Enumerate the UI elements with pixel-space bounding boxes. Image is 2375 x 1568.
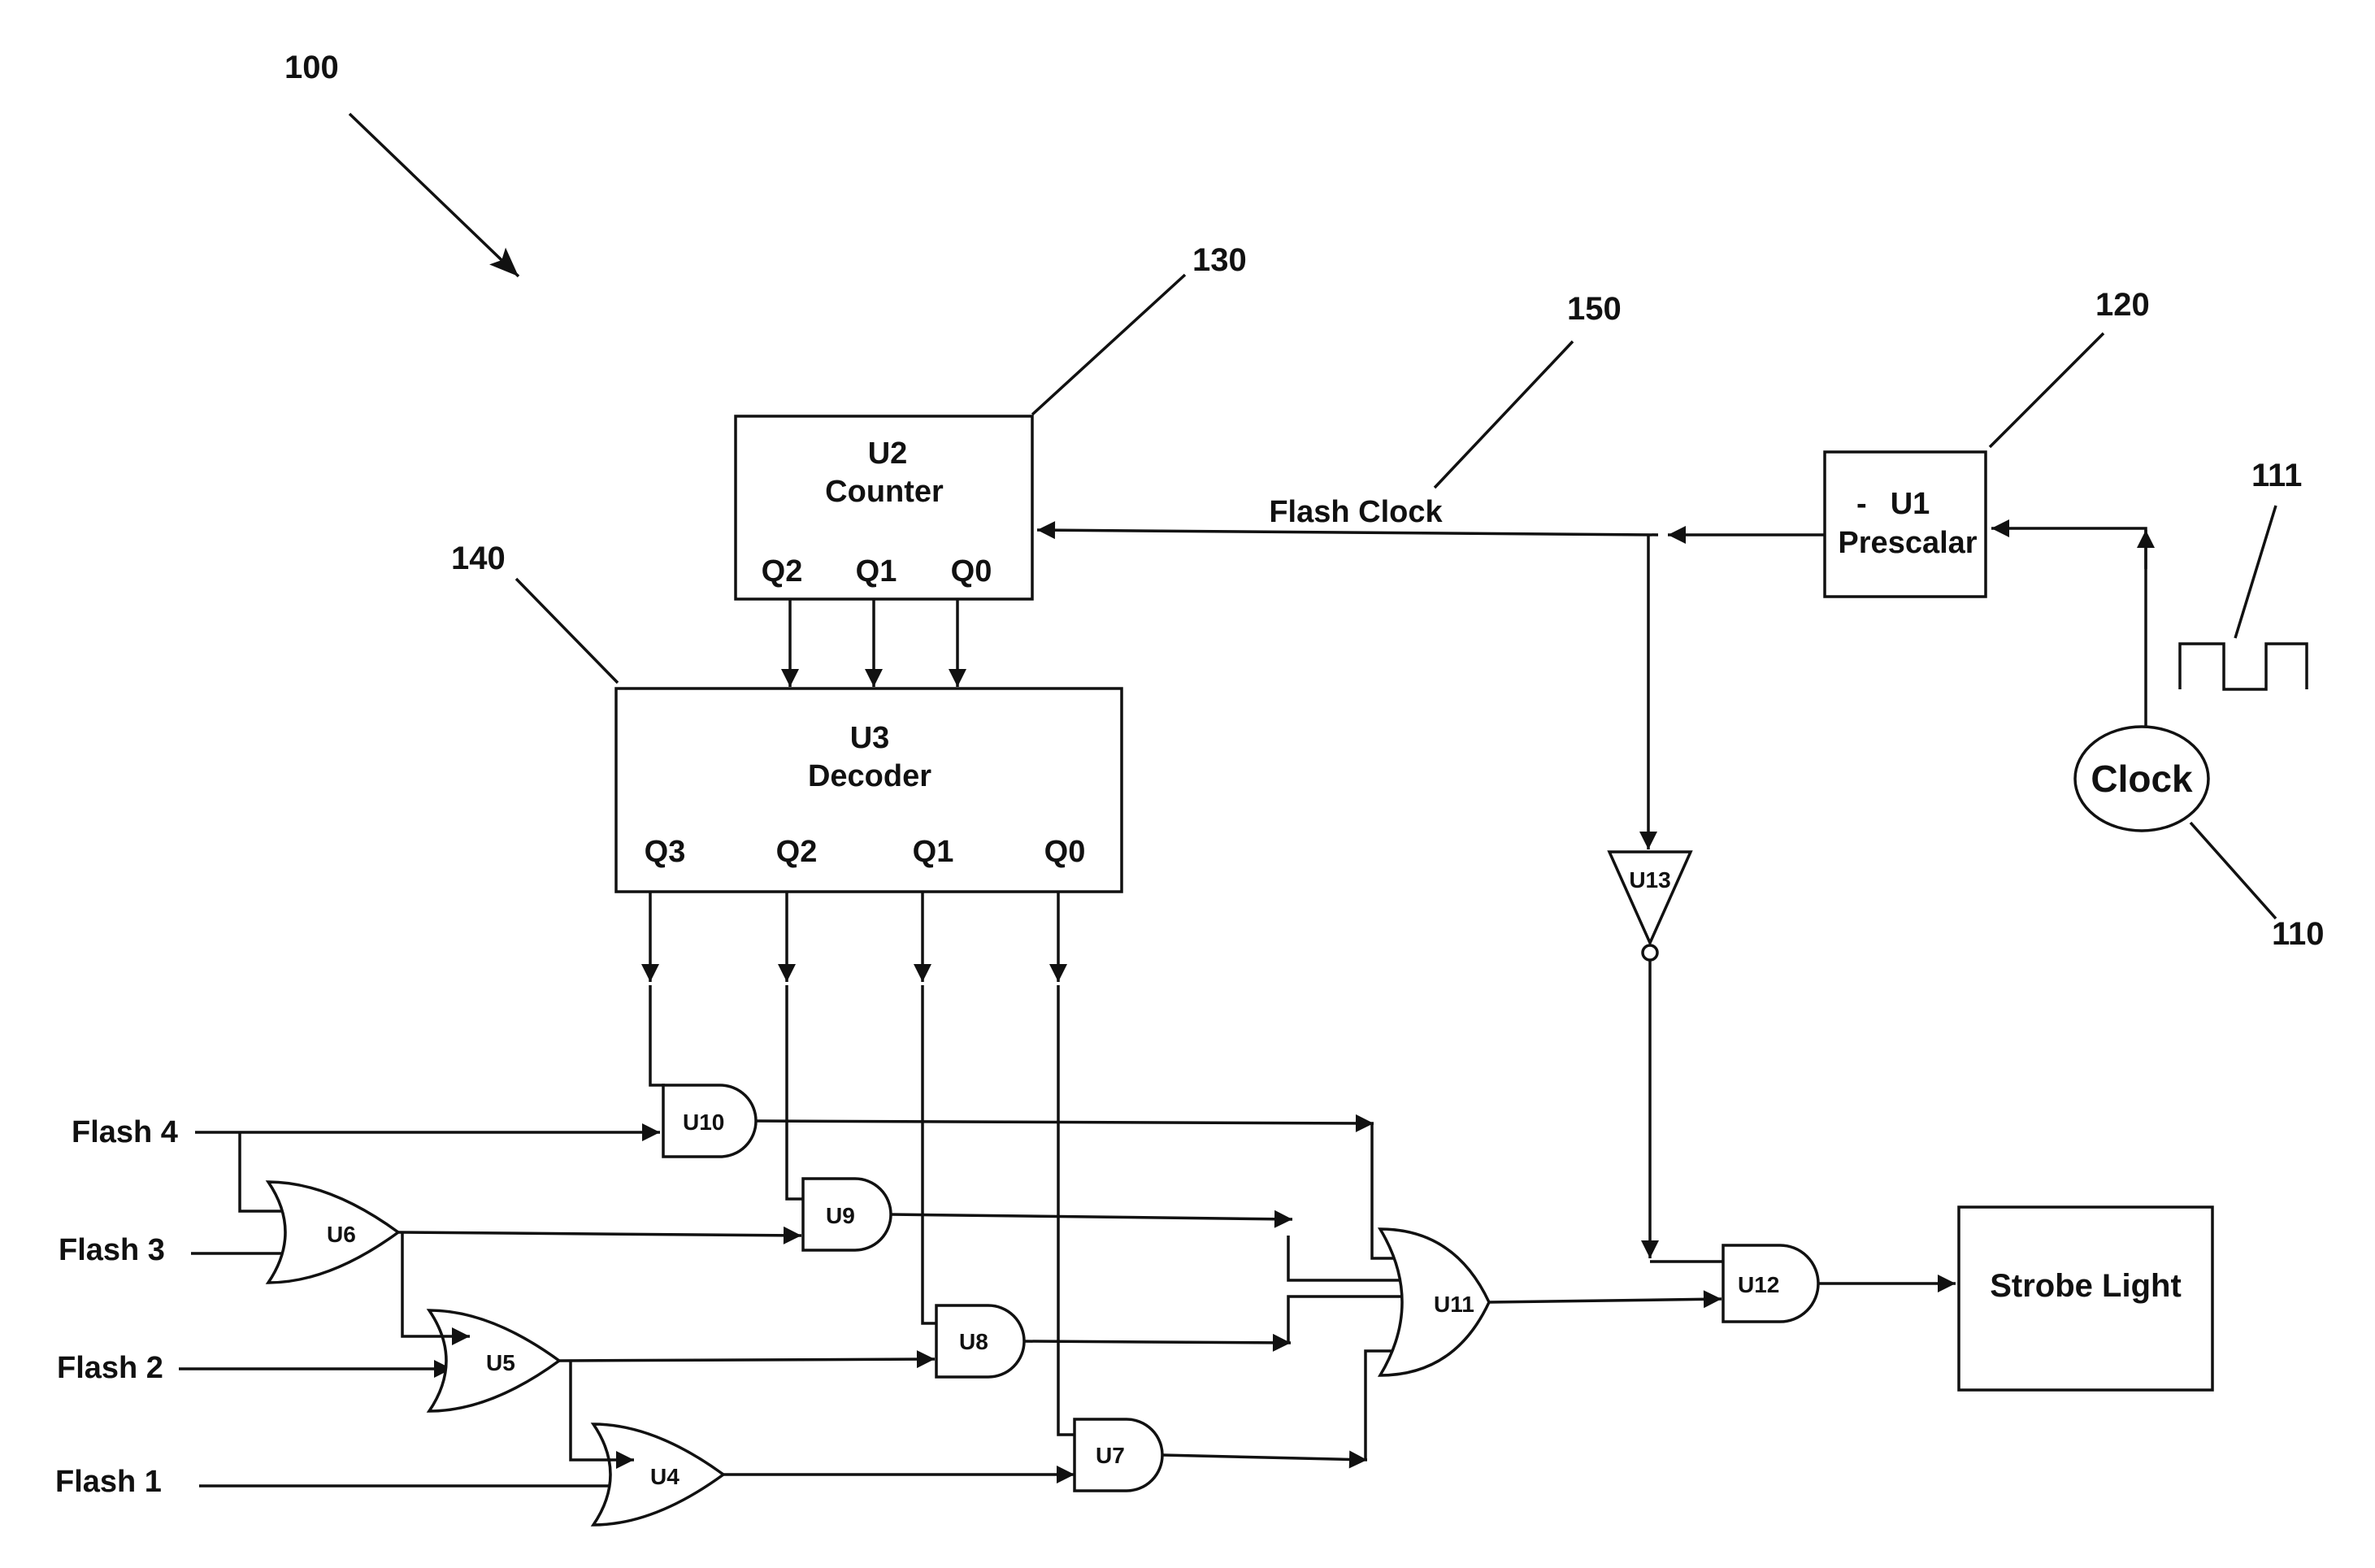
decoder-out-q1: Q1 bbox=[913, 835, 954, 869]
wire-decoder-q0-b bbox=[1058, 985, 1075, 1435]
ref-150: 150 bbox=[1567, 291, 1622, 327]
ref-110-leader bbox=[2190, 823, 2276, 919]
ref-130-leader bbox=[1032, 275, 1185, 415]
wire-u6-to-u9 bbox=[398, 1232, 801, 1236]
u13-inverter bbox=[1609, 852, 1691, 943]
ref-150-leader bbox=[1435, 341, 1573, 488]
wire-decoder-q1-b bbox=[923, 985, 936, 1323]
wire-flash-clock-to-counter bbox=[1037, 530, 1658, 535]
ref-130: 130 bbox=[1192, 242, 1247, 278]
flash-clock-label: Flash Clock bbox=[1269, 495, 1443, 529]
ref-140-leader bbox=[516, 579, 618, 683]
ref-100: 100 bbox=[284, 50, 339, 85]
clock-waveform-icon bbox=[2180, 644, 2307, 689]
wire-clock-to-prescalar bbox=[1991, 528, 2146, 727]
strobe-light-label: Strobe Light bbox=[1990, 1268, 2182, 1304]
decoder-title: Decoder bbox=[808, 759, 931, 793]
u12-label: U12 bbox=[1738, 1272, 1779, 1297]
u8-label: U8 bbox=[959, 1329, 988, 1354]
decoder-out-q2: Q2 bbox=[776, 835, 818, 869]
u6-label: U6 bbox=[327, 1222, 356, 1247]
counter-out-q2: Q2 bbox=[762, 554, 803, 589]
u9-label: U9 bbox=[826, 1203, 855, 1228]
u5-label: U5 bbox=[486, 1350, 515, 1375]
counter-out-q0: Q0 bbox=[951, 554, 992, 589]
ref-110: 110 bbox=[2272, 916, 2325, 952]
clock-label: Clock bbox=[2091, 758, 2193, 800]
wire-decoder-q3-b bbox=[650, 985, 665, 1085]
decoder-out-q0: Q0 bbox=[1044, 835, 1086, 869]
u7-label: U7 bbox=[1096, 1443, 1125, 1468]
u13-label: U13 bbox=[1629, 867, 1670, 893]
prescalar-dash: - bbox=[1856, 487, 1867, 521]
decoder-out-q3: Q3 bbox=[645, 835, 686, 869]
counter-out-q1: Q1 bbox=[856, 554, 897, 589]
input-flash-1: Flash 1 bbox=[55, 1465, 162, 1499]
wire-u5-to-u8 bbox=[559, 1359, 935, 1361]
ref-120: 120 bbox=[2095, 287, 2150, 323]
prescalar-name: U1 bbox=[1891, 487, 1930, 521]
wire-u8-to-u11 bbox=[1024, 1341, 1291, 1343]
counter-name: U2 bbox=[868, 437, 908, 471]
input-flash-4: Flash 4 bbox=[72, 1115, 178, 1149]
ref-140: 140 bbox=[451, 541, 506, 576]
input-flash-3: Flash 3 bbox=[59, 1233, 165, 1267]
wire-decoder-q2-b bbox=[787, 985, 803, 1199]
prescalar-title: Prescalar bbox=[1838, 526, 1977, 560]
u10-label: U10 bbox=[683, 1110, 724, 1135]
ref-111-leader bbox=[2235, 506, 2276, 638]
prescalar-box bbox=[1825, 452, 1986, 597]
decoder-name: U3 bbox=[850, 721, 890, 755]
ref-100-arrow bbox=[350, 114, 519, 276]
wire-u7-to-u11 bbox=[1162, 1455, 1367, 1460]
u13-bubble bbox=[1643, 945, 1657, 960]
u4-label: U4 bbox=[650, 1464, 680, 1489]
counter-title: Counter bbox=[825, 475, 944, 509]
wire-u9-to-u11 bbox=[891, 1214, 1292, 1219]
ref-111: 111 bbox=[2251, 458, 2302, 493]
wire-u11-to-u12 bbox=[1489, 1299, 1722, 1302]
input-flash-2: Flash 2 bbox=[57, 1351, 163, 1385]
u11-label: U11 bbox=[1434, 1292, 1474, 1317]
ref-120-leader bbox=[1990, 333, 2104, 447]
wire-u10-to-u11 bbox=[756, 1121, 1374, 1123]
